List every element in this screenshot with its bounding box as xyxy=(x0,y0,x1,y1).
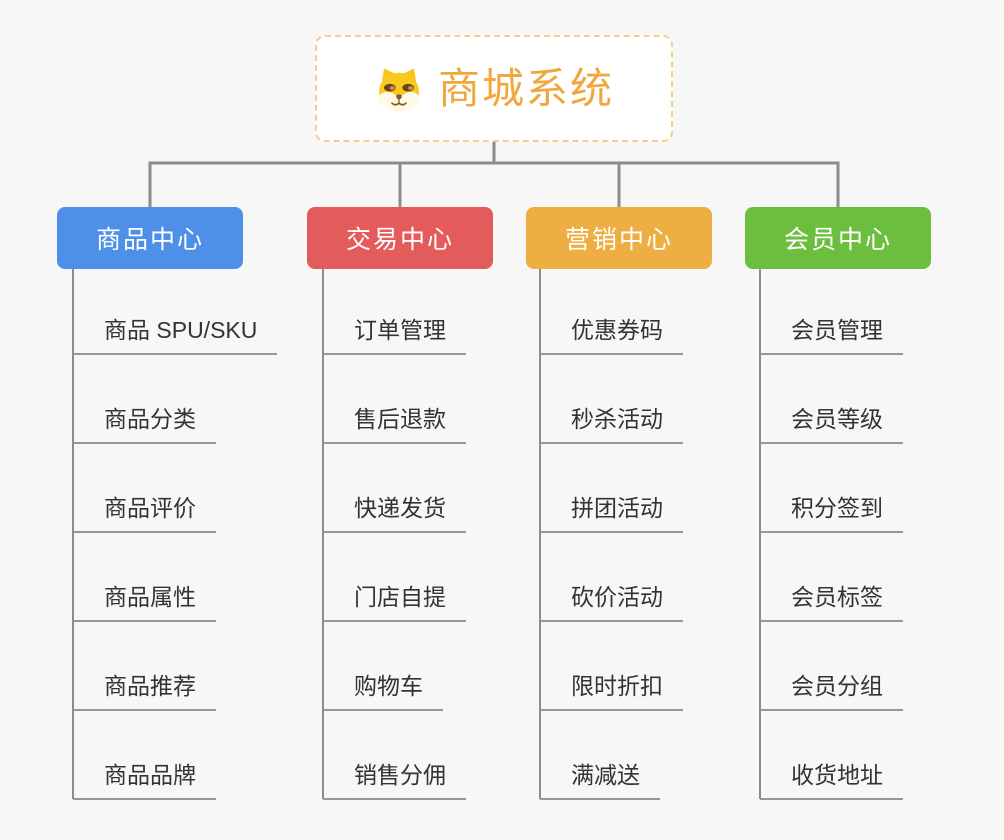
leaf-item[interactable]: 商品属性 xyxy=(73,582,216,622)
leaf-item[interactable]: 快递发货 xyxy=(323,493,466,533)
leaf-item[interactable]: 订单管理 xyxy=(323,315,466,355)
leaf-label: 积分签到 xyxy=(760,493,903,533)
leaf-item[interactable]: 商品 SPU/SKU xyxy=(73,315,278,355)
leaf-label: 砍价活动 xyxy=(540,582,683,622)
branch-label: 会员中心 xyxy=(783,226,892,254)
leaf-item[interactable]: 门店自提 xyxy=(323,582,466,622)
leaf-label: 销售分佣 xyxy=(323,760,466,800)
leaf-item[interactable]: 商品评价 xyxy=(73,493,216,533)
leaf-item[interactable]: 会员分组 xyxy=(760,671,903,711)
leaf-item[interactable]: 砍价活动 xyxy=(540,582,683,622)
leaf-item[interactable]: 拼团活动 xyxy=(540,493,683,533)
leaf-label: 售后退款 xyxy=(323,404,466,444)
leaf-item[interactable]: 会员等级 xyxy=(760,404,903,444)
leaf-label: 订单管理 xyxy=(323,315,466,355)
leaf-item[interactable]: 优惠券码 xyxy=(540,315,683,355)
leaf-label: 商品分类 xyxy=(73,404,216,444)
branch-label: 交易中心 xyxy=(345,226,454,254)
leaf-item[interactable]: 商品分类 xyxy=(73,404,216,444)
leaf-item[interactable]: 秒杀活动 xyxy=(540,404,683,444)
leaf-label: 商品推荐 xyxy=(73,671,216,711)
leaf-item[interactable]: 会员管理 xyxy=(760,315,903,355)
leaf-label: 会员等级 xyxy=(760,404,903,444)
leaf-label: 限时折扣 xyxy=(540,671,683,711)
leaf-item[interactable]: 会员标签 xyxy=(760,582,903,622)
leaf-item[interactable]: 积分签到 xyxy=(760,493,903,533)
root-node-mall-system[interactable]: 商城系统 xyxy=(315,35,673,142)
leaf-label: 拼团活动 xyxy=(540,493,683,533)
branch-header-trade[interactable]: 交易中心 xyxy=(307,207,493,269)
leaf-label: 商品评价 xyxy=(73,493,216,533)
leaf-label: 门店自提 xyxy=(323,582,466,622)
leaf-label: 会员标签 xyxy=(760,582,903,622)
branch-label: 营销中心 xyxy=(564,226,673,254)
leaf-label: 商品品牌 xyxy=(73,760,216,800)
branch-header-marketing[interactable]: 营销中心 xyxy=(526,207,712,269)
leaf-label: 购物车 xyxy=(323,671,443,711)
leaf-item[interactable]: 限时折扣 xyxy=(540,671,683,711)
leaf-item[interactable]: 商品品牌 xyxy=(73,760,216,800)
leaf-label: 秒杀活动 xyxy=(540,404,683,444)
leaf-item[interactable]: 商品推荐 xyxy=(73,671,216,711)
root-title: 商城系统 xyxy=(437,64,614,112)
leaf-item[interactable]: 收货地址 xyxy=(760,760,903,800)
leaf-item[interactable]: 销售分佣 xyxy=(323,760,466,800)
leaf-label: 会员管理 xyxy=(760,315,903,355)
branch-label: 商品中心 xyxy=(95,226,204,254)
dog-face-icon xyxy=(374,65,424,112)
leaf-label: 商品 SPU/SKU xyxy=(73,315,278,355)
leaf-label: 会员分组 xyxy=(760,671,903,711)
leaf-label: 快递发货 xyxy=(323,493,466,533)
leaf-item[interactable]: 售后退款 xyxy=(323,404,466,444)
branch-header-product[interactable]: 商品中心 xyxy=(57,207,243,269)
leaf-item[interactable]: 购物车 xyxy=(323,671,443,711)
leaf-label: 收货地址 xyxy=(760,760,903,800)
leaf-label: 优惠券码 xyxy=(540,315,683,355)
branch-header-member[interactable]: 会员中心 xyxy=(745,207,931,269)
leaf-label: 满减送 xyxy=(540,760,660,800)
leaf-label: 商品属性 xyxy=(73,582,216,622)
leaf-item[interactable]: 满减送 xyxy=(540,760,660,800)
